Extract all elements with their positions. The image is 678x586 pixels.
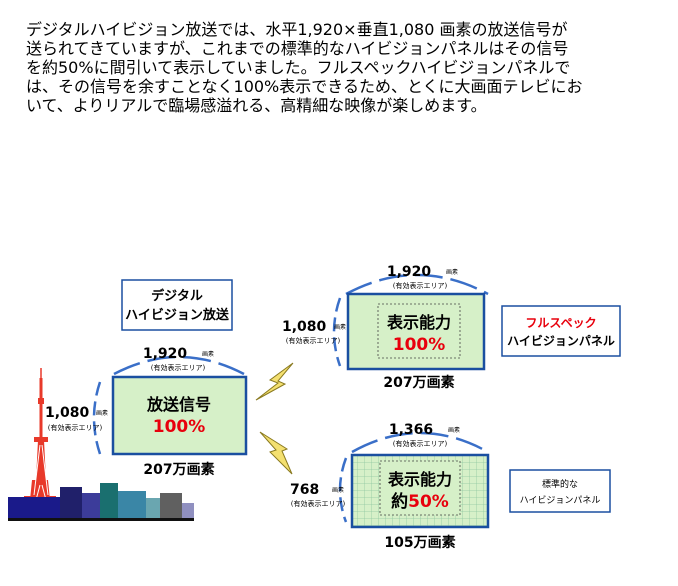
fullspec-width-note: (有効表示エリア) <box>393 281 448 290</box>
fullspec-title: 表示能力 <box>386 313 451 332</box>
signal-box <box>111 375 248 456</box>
signal-total: 207万画素 <box>143 461 214 478</box>
fullspec-panel-label: ハイビジョンパネル <box>507 333 615 348</box>
lightning-bolt-icon <box>259 431 293 475</box>
source-label-line: デジタル <box>151 288 203 304</box>
standard-width-unit: 画素 <box>448 426 460 434</box>
fullspec-width-value: 1,920 <box>387 264 432 280</box>
standard-total: 105万画素 <box>384 534 455 551</box>
standard-panel-label-box <box>509 469 611 513</box>
fullspec-height-note: (有効表示エリア) <box>286 336 341 345</box>
lightning-bolt-icon <box>255 362 294 401</box>
standard-inner-box <box>379 460 461 516</box>
standard-percent: 50% <box>408 492 449 512</box>
standard-height-value: 768 <box>290 482 319 498</box>
standard-width-value: 1,366 <box>389 422 433 438</box>
fullspec-percent: 100% <box>393 335 446 355</box>
fullspec-width-unit: 画素 <box>446 268 458 276</box>
paragraph-line: 送られてきていますが、これまでの標準的なハイビジョンパネルはその信号 <box>26 39 569 58</box>
paragraph-line: を約50%に間引いて表示していました。フルスペックハイビジョンパネルで <box>26 58 571 77</box>
fullspec-total: 207万画素 <box>383 374 454 391</box>
fullspec-inner-box <box>377 303 461 359</box>
fullspec-height-value: 1,080 <box>282 319 327 335</box>
paragraph-line: は、その信号を余すことなく100%表示できるため、とくに大画面テレビにお <box>26 77 583 96</box>
standard-width-arc <box>351 431 489 454</box>
standard-height-note: (有効表示エリア) <box>291 499 346 508</box>
fullspec-panel-label: フルスペック <box>525 316 596 330</box>
paragraph-line: デジタルハイビジョン放送では、水平1,920×垂直1,080 画素の放送信号が <box>26 20 568 39</box>
signal-width-unit: 画素 <box>202 350 214 358</box>
signal-height-unit: 画素 <box>96 409 108 417</box>
signal-title: 放送信号 <box>146 395 211 414</box>
fullspec-height-unit: 画素 <box>334 323 346 331</box>
paragraph-line: いて、よりリアルで臨場感溢れる、高精細な映像が楽しめます。 <box>26 96 487 115</box>
standard-percent-prefix: 約 <box>391 491 408 512</box>
fullspec-width-arc <box>345 273 489 296</box>
fullspec-height-arc <box>332 297 342 367</box>
description-paragraph: デジタルハイビジョン放送では、水平1,920×垂直1,080 画素の放送信号が … <box>26 20 666 115</box>
standard-width-note: (有効表示エリア) <box>393 439 448 448</box>
fullspec-panel-label-box <box>501 305 621 357</box>
signal-width-arc <box>113 355 245 376</box>
signal-height-arc <box>92 381 102 455</box>
fullspec-box <box>346 292 486 371</box>
standard-height-unit: 画素 <box>332 486 344 494</box>
signal-height-note: (有効表示エリア) <box>48 423 103 432</box>
signal-height-value: 1,080 <box>45 405 90 421</box>
source-label-box: デジタル ハイビジョン放送 <box>121 279 233 331</box>
signal-width-value: 1,920 <box>143 346 188 362</box>
standard-percent-line: 約50% <box>391 491 449 512</box>
standard-title: 表示能力 <box>387 470 452 489</box>
signal-width-note: (有効表示エリア) <box>151 363 206 372</box>
source-label-line: ハイビジョン放送 <box>125 307 230 323</box>
signal-percent: 100% <box>153 417 206 437</box>
city-buildings-icon <box>8 483 194 521</box>
standard-height-arc <box>338 457 348 523</box>
standard-panel-label: 標準的な <box>542 478 578 490</box>
standard-panel-label: ハイビジョンパネル <box>520 495 601 506</box>
